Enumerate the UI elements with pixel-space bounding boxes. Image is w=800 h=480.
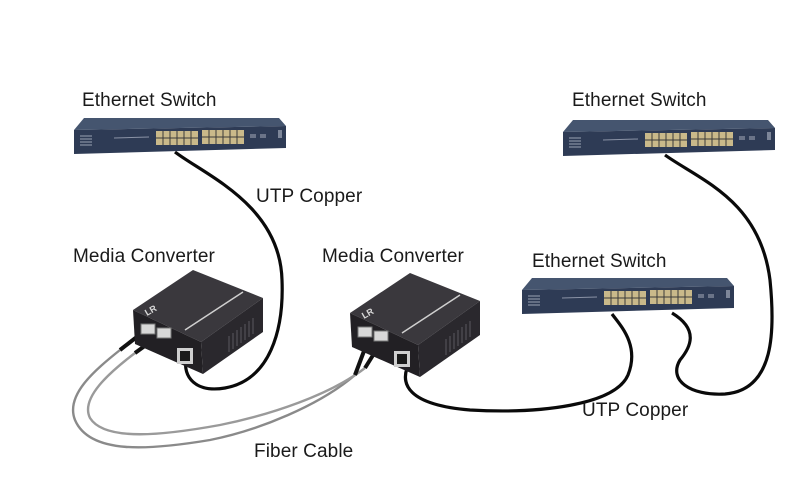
- fiber-cable-1: [71, 349, 356, 449]
- utp-cable-left: [174, 150, 284, 391]
- ethernet-switch-top-left: [73, 117, 287, 155]
- label-fiber-cable: Fiber Cable: [254, 441, 354, 462]
- ethernet-switch-top-right: [562, 119, 776, 157]
- label-media-converter-left: Media Converter: [73, 246, 215, 267]
- label-ethernet-switch-top-right: Ethernet Switch: [572, 90, 707, 111]
- fiber-cable-2: [86, 352, 366, 436]
- utp-cable-bottom: [403, 313, 634, 413]
- label-utp-copper-bottom: UTP Copper: [582, 400, 689, 421]
- ethernet-switch-middle-right: [521, 277, 735, 315]
- label-utp-copper-top: UTP Copper: [256, 186, 363, 207]
- label-ethernet-switch-middle-right: Ethernet Switch: [532, 251, 667, 272]
- label-ethernet-switch-top-left: Ethernet Switch: [82, 90, 217, 111]
- media-converter-left: [132, 269, 264, 375]
- utp-cable-right: [664, 153, 774, 396]
- label-media-converter-right: Media Converter: [322, 246, 464, 267]
